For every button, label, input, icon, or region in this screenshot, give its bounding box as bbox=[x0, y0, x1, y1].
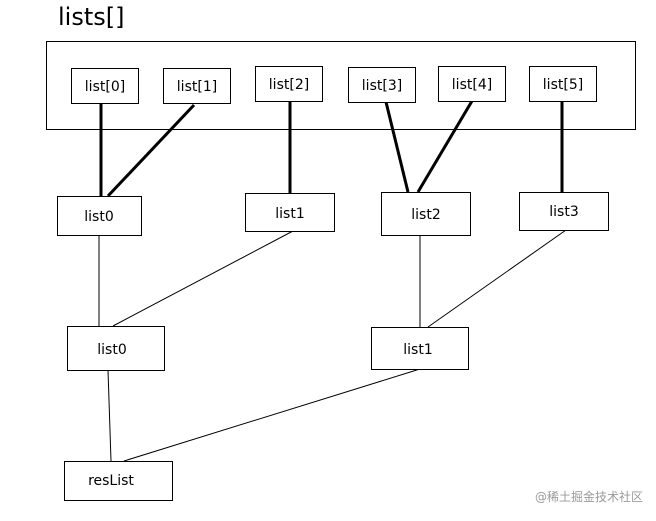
list-element-label: list[2] bbox=[269, 77, 309, 93]
diagram-title: lists[] bbox=[58, 3, 124, 31]
level1-node-label: list3 bbox=[549, 204, 578, 220]
list-element-3: list[3] bbox=[348, 67, 416, 103]
level1-node-label: list1 bbox=[275, 206, 304, 222]
connector-list-3-to-level1-2 bbox=[384, 101, 410, 193]
list-element-label: list[3] bbox=[362, 78, 402, 94]
level2-node-1: list1 bbox=[371, 327, 469, 370]
list-element-4: list[4] bbox=[438, 66, 506, 102]
connector-level1-3-to-level2-1 bbox=[427, 229, 567, 328]
list-element-label: list[4] bbox=[452, 77, 492, 93]
list-element-1: list[1] bbox=[163, 68, 231, 104]
list-element-5: list[5] bbox=[529, 66, 597, 102]
connector-list-4-to-level1-2 bbox=[416, 100, 474, 193]
result-node: resList bbox=[64, 461, 173, 501]
watermark: @稀土掘金技术社区 bbox=[535, 489, 643, 504]
connector-level2-0-to-result bbox=[107, 369, 112, 462]
list-element-2: list[2] bbox=[255, 66, 323, 102]
list-element-0: list[0] bbox=[71, 68, 139, 104]
level2-node-label: list1 bbox=[403, 342, 432, 358]
level1-node-2: list2 bbox=[381, 192, 471, 236]
connector-list-1-to-level1-0 bbox=[106, 103, 196, 198]
level1-node-1: list1 bbox=[245, 193, 335, 232]
connector-level1-1-to-level2-0 bbox=[112, 230, 294, 327]
level2-node-label: list0 bbox=[97, 342, 126, 358]
level2-node-0: list0 bbox=[67, 326, 165, 371]
level1-node-0: list0 bbox=[57, 196, 142, 236]
list-element-label: list[0] bbox=[85, 79, 125, 95]
list-element-label: list[5] bbox=[543, 77, 583, 93]
connector-level2-1-to-result bbox=[123, 368, 421, 462]
level1-node-label: list0 bbox=[84, 209, 113, 225]
list-element-label: list[1] bbox=[177, 79, 217, 95]
level1-node-label: list2 bbox=[411, 207, 440, 223]
level1-node-3: list3 bbox=[519, 192, 609, 231]
result-node-label: resList bbox=[88, 473, 134, 489]
